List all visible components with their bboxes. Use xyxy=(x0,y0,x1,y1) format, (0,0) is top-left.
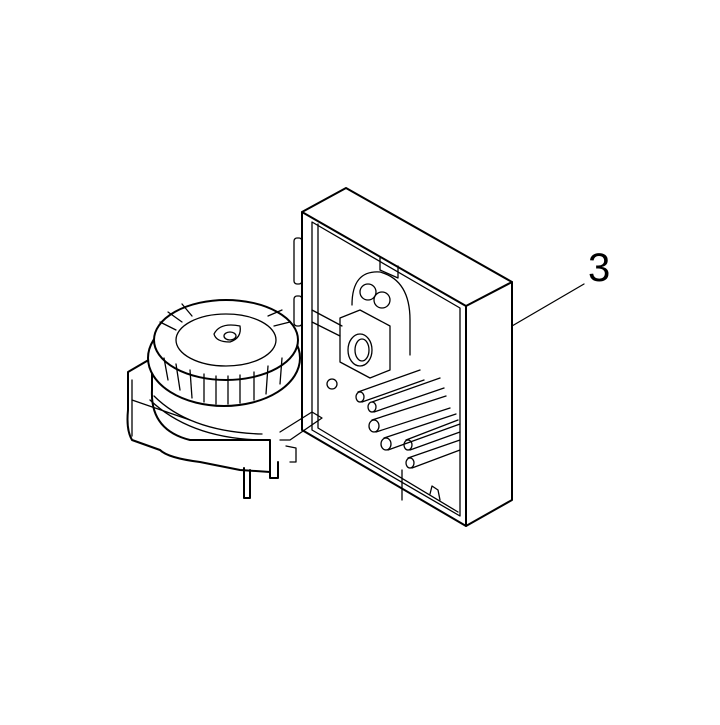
windings xyxy=(159,303,291,405)
toroidal-transformer xyxy=(126,299,323,499)
callout-number: 3 xyxy=(588,246,611,290)
callout-leader-line xyxy=(511,283,585,327)
cylinders xyxy=(355,369,461,469)
housing-box xyxy=(293,187,513,527)
